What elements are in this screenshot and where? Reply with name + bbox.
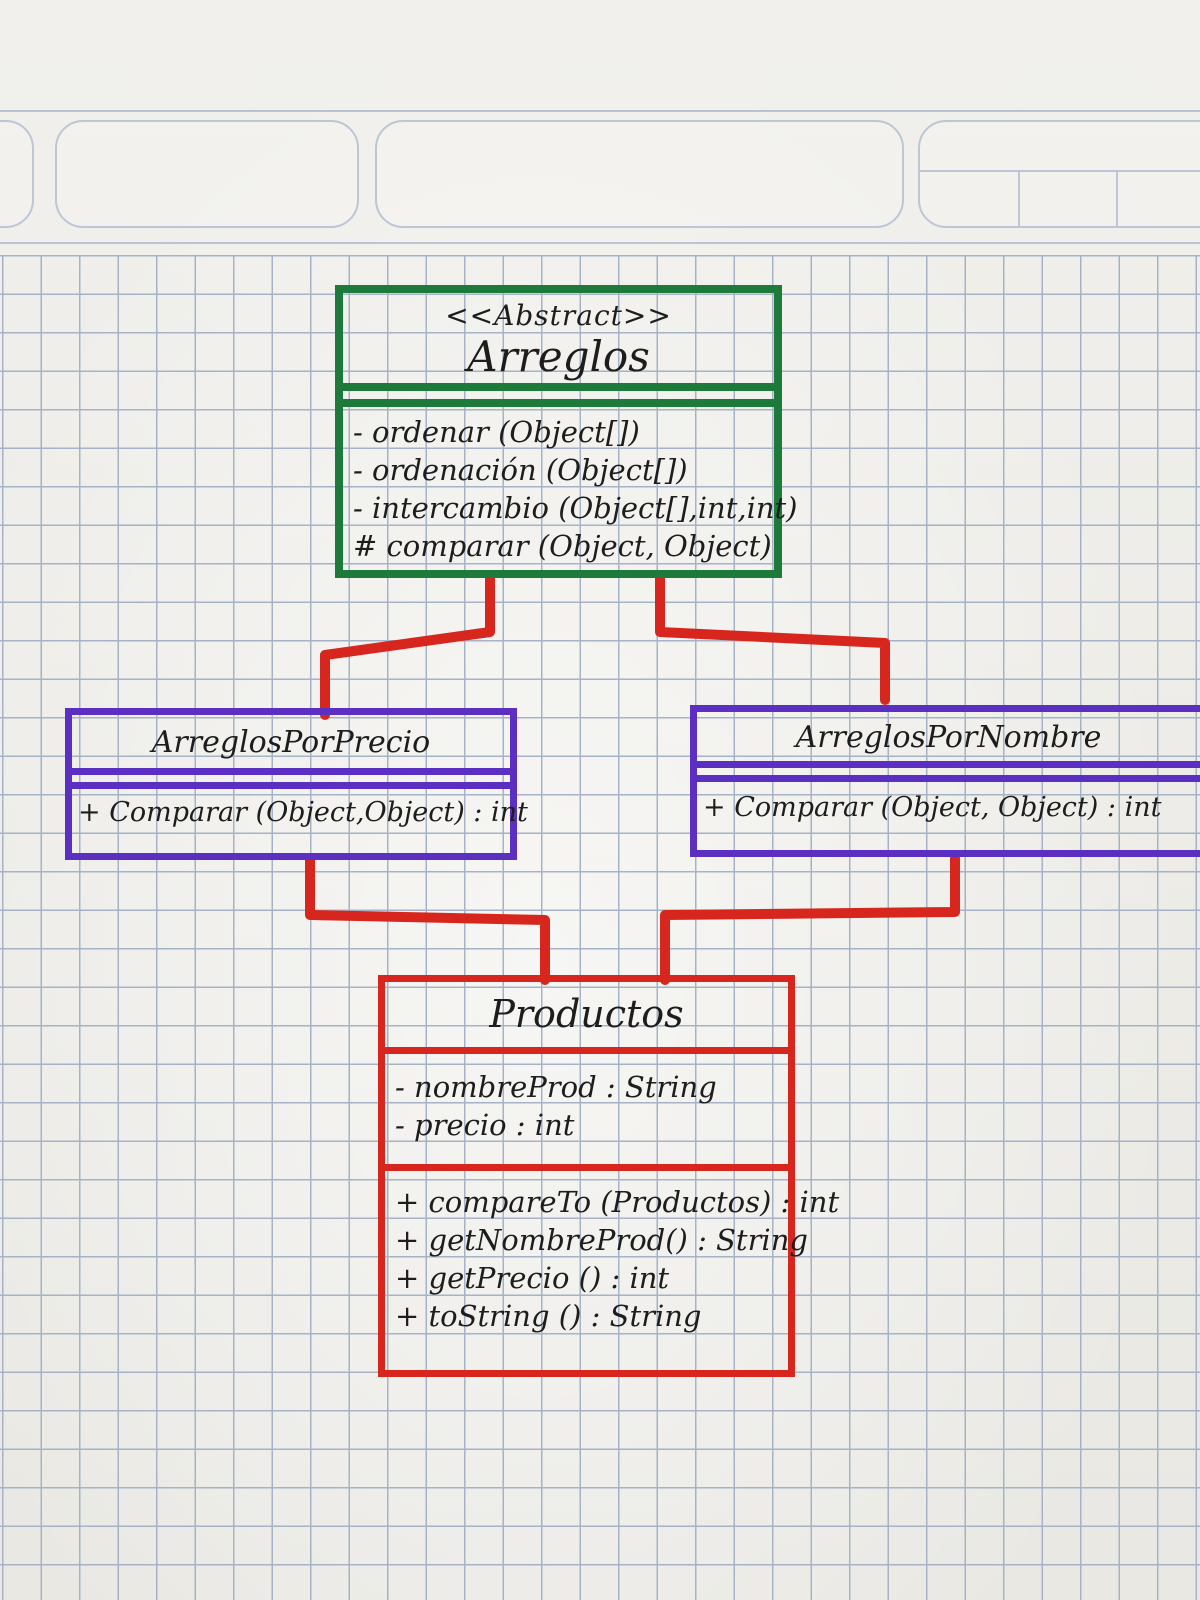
productos-attribute: - precio : int bbox=[395, 1108, 575, 1142]
header-box-2 bbox=[55, 120, 359, 228]
productos-attribute: - nombreProd : String bbox=[395, 1070, 717, 1104]
productos-method: + toString () : String bbox=[395, 1299, 702, 1333]
arreglos-method: # comparar (Object, Object) bbox=[353, 529, 772, 563]
header-box-3 bbox=[375, 120, 904, 228]
por-precio-header: ArreglosPorPrecio bbox=[72, 715, 510, 775]
por-nombre-header: ArreglosPorNombre bbox=[697, 712, 1200, 768]
productos-header: Productos bbox=[385, 982, 788, 1054]
productos-methods: + compareTo (Productos) : int + getNombr… bbox=[385, 1171, 840, 1335]
por-nombre-methods: + Comparar (Object, Object) : int bbox=[697, 782, 1200, 826]
por-precio-methods: + Comparar (Object,Object) : int bbox=[72, 789, 528, 831]
productos-method: + getPrecio () : int bbox=[395, 1261, 670, 1295]
productos-class-name: Productos bbox=[489, 992, 684, 1036]
arreglos-method: - intercambio (Object[],int,int) bbox=[353, 491, 798, 525]
productos-method: + compareTo (Productos) : int bbox=[395, 1185, 840, 1219]
header-box-1 bbox=[0, 120, 34, 228]
connector-por-nombre-to-productos bbox=[660, 853, 960, 985]
header-box-4-cell-line-1 bbox=[1018, 170, 1020, 226]
connector-arreglos-to-por-nombre bbox=[655, 573, 890, 705]
productos-attributes: - nombreProd : String - precio : int bbox=[385, 1054, 788, 1171]
class-arreglos-por-precio: ArreglosPorPrecio + Comparar (Object,Obj… bbox=[65, 708, 528, 860]
arreglos-class-name: Arreglos bbox=[467, 332, 650, 381]
class-arreglos: <<Abstract>> Arreglos - ordenar (Object[… bbox=[335, 285, 798, 578]
header-box-4-cell-line-2 bbox=[1116, 170, 1118, 226]
connector-por-precio-to-productos bbox=[305, 853, 550, 985]
paper-header-band bbox=[0, 110, 1200, 244]
class-productos: Productos - nombreProd : String - precio… bbox=[378, 975, 840, 1377]
arreglos-methods: - ordenar (Object[]) - ordenación (Objec… bbox=[343, 407, 798, 565]
arreglos-method: - ordenación (Object[]) bbox=[353, 453, 688, 487]
por-nombre-attributes bbox=[697, 768, 1200, 782]
por-precio-attributes bbox=[72, 775, 510, 789]
por-nombre-class-name: ArreglosPorNombre bbox=[795, 720, 1102, 755]
header-box-4-divider bbox=[920, 170, 1200, 172]
arreglos-attributes bbox=[343, 391, 774, 407]
por-precio-class-name: ArreglosPorPrecio bbox=[151, 725, 431, 760]
arreglos-stereotype: <<Abstract>> bbox=[445, 299, 672, 332]
por-precio-method: + Comparar (Object,Object) : int bbox=[78, 797, 528, 828]
header-box-4 bbox=[918, 120, 1200, 228]
arreglos-header: <<Abstract>> Arreglos bbox=[343, 299, 774, 391]
por-nombre-method: + Comparar (Object, Object) : int bbox=[703, 792, 1162, 823]
class-arreglos-por-nombre: ArreglosPorNombre + Comparar (Object, Ob… bbox=[690, 705, 1200, 857]
productos-method: + getNombreProd() : String bbox=[395, 1223, 808, 1257]
connector-arreglos-to-por-precio bbox=[320, 573, 495, 720]
arreglos-method: - ordenar (Object[]) bbox=[353, 415, 640, 449]
